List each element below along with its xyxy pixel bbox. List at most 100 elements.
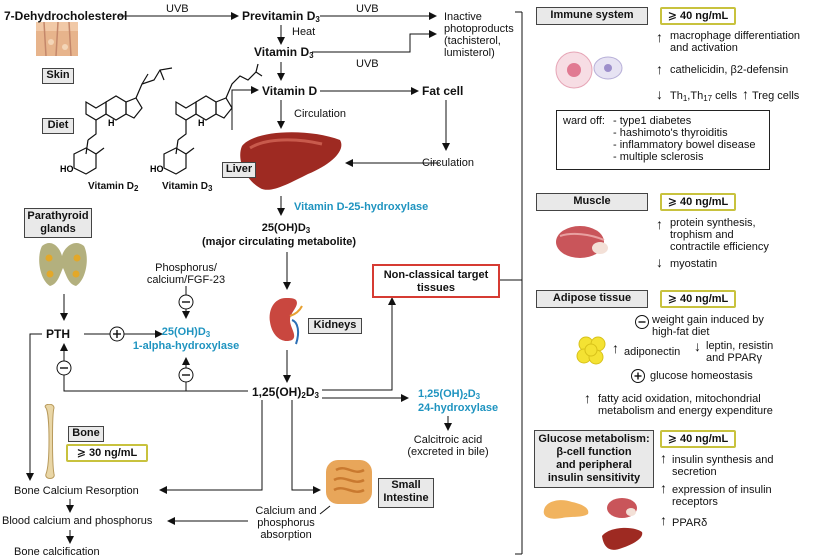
24-hydroxylase-label: 1,25(OH)2D3 — [418, 388, 481, 401]
bone-level-badge: ⩾ 30 ng/mL — [66, 444, 148, 462]
vitamin-d3-structure: H HO — [150, 63, 263, 175]
muscle-header: Muscle — [536, 193, 648, 211]
vitamin-d2-structure: H HO — [60, 67, 173, 175]
heat-label: Heat — [292, 26, 316, 38]
plus-icon — [631, 369, 645, 383]
down-arrow-icon: ↓ — [656, 86, 663, 102]
24-hydroxylase-label-2: 24-hydroxylase — [418, 402, 499, 414]
up-arrow-icon: ↑ — [656, 61, 663, 77]
up-arrow-icon: ↑ — [660, 512, 667, 528]
fat-cell-label: Fat cell — [422, 84, 464, 98]
immune-system-header: Immune system — [536, 7, 648, 25]
immune-level-badge: ⩾ 40 ng/mL — [660, 7, 736, 25]
parathyroid-box: Parathyroid glands — [24, 208, 92, 238]
pth-label: PTH — [46, 327, 70, 341]
circulation-label-2: Circulation — [422, 157, 474, 169]
1-alpha-hydroxylase-label-2: 1-alpha-hydroxylase — [132, 340, 240, 352]
dehydrocholesterol-label: 7-Dehydrocholesterol — [4, 9, 128, 23]
muscle-protein-synthesis-text: protein synthesis, trophism and contract… — [670, 217, 769, 253]
blood-calcium-phosphorus-label: Blood calcium and phosphorus — [2, 515, 153, 527]
bone-calcification-label: Bone calcification — [14, 546, 100, 558]
line-vitd3-inactive — [312, 30, 437, 53]
previtamin-d3-label: Previtamin D3 — [242, 9, 320, 24]
immune-macrophage-text: macrophage differentiation and activatio… — [670, 30, 801, 54]
non-classical-target-tissues-box: Non-classical target tissues — [372, 264, 500, 298]
parathyroid-illustration — [39, 243, 87, 286]
adipose-weight-gain-text: weight gain induced by high-fat diet — [652, 314, 764, 338]
muscle-myostatin-text: myostatin — [670, 258, 718, 270]
vitamin-d2-label: Vitamin D2 — [88, 181, 139, 193]
bone-illustration — [44, 404, 55, 479]
minus-icon — [635, 315, 649, 329]
up-arrow-icon: ↑ — [656, 29, 663, 45]
bone-box: Bone — [68, 426, 104, 442]
up-arrow-icon: ↑ — [612, 340, 619, 356]
up-arrow-icon: ↑ — [742, 86, 749, 102]
muscle-small-illustration — [607, 498, 637, 518]
down-arrow-icon: ↓ — [694, 338, 701, 354]
muscle-illustration — [556, 226, 608, 258]
glucose-insulin-receptors-text: expression of insulin receptors — [672, 484, 772, 508]
inactive-photoproducts-label: Inactive photoproducts (tachisterol, lum… — [444, 11, 514, 59]
kidneys-box: Kidneys — [308, 318, 362, 334]
intestine-illustration — [326, 460, 372, 504]
immune-th-cells-text: Th1,Th17 cells — [670, 90, 738, 103]
svg-text:HO: HO — [60, 164, 74, 174]
ward-off-label: ward off: — [563, 115, 605, 127]
vitamin-d-label: Vitamin D — [262, 84, 318, 98]
vitamin-d-25-hydroxylase-label: Vitamin D-25-hydroxylase — [294, 201, 429, 213]
svg-text:H: H — [198, 118, 205, 128]
immune-cathelicidin-text: cathelicidin, β2-defensin — [670, 64, 789, 76]
uvb-label-2: UVB — [356, 3, 379, 15]
ward-off-list: - type1 diabetes - hashimoto's thyroidit… — [613, 115, 756, 163]
line-pth-bone-resorption — [26, 333, 42, 481]
adipose-illustration — [576, 336, 606, 365]
glucose-level-badge: ⩾ 40 ng/mL — [660, 430, 736, 448]
kidney-illustration — [269, 298, 303, 345]
uvb-label-1: UVB — [166, 3, 189, 15]
major-metabolite-label: (major circulating metabolite) — [202, 236, 357, 248]
svg-text:HO: HO — [150, 164, 164, 174]
circulation-label-1: Circulation — [294, 108, 346, 120]
liver-small-illustration — [602, 527, 643, 550]
adipose-fatty-acid-text: fatty acid oxidation, mitochondrial meta… — [598, 393, 773, 417]
line-125-intestine — [291, 400, 321, 494]
immune-cells-illustration — [555, 51, 623, 89]
line-diet-vitd — [231, 86, 259, 130]
adipose-leptin-text: leptin, resistin and PPARγ — [706, 340, 774, 364]
1-alpha-hydroxylase-label: 25(OH)D3 — [161, 326, 211, 339]
svg-text:H: H — [108, 118, 115, 128]
bone-calcium-resorption-label: Bone Calcium Resorption — [14, 485, 139, 497]
muscle-level-badge: ⩾ 40 ng/mL — [660, 193, 736, 211]
calcium-phosphorus-absorption-label: Calcium and phosphorus absorption — [255, 505, 317, 541]
line-125-bone-resorption — [159, 400, 263, 494]
adipose-glucose-homeostasis-text: glucose homeostasis — [650, 370, 753, 382]
adipose-adiponectin-text: adiponectin — [624, 346, 681, 358]
up-arrow-icon: ↑ — [584, 390, 591, 406]
liver-illustration — [240, 132, 342, 190]
skin-box: Skin — [42, 68, 74, 84]
calcitroic-acid-label: Calcitroic acid (excreted in bile) — [407, 434, 489, 458]
vitamin-d3-label-top: Vitamin D3 — [254, 45, 314, 60]
up-arrow-icon: ↑ — [660, 480, 667, 496]
vitamin-d3-label-bottom: Vitamin D3 — [162, 181, 213, 193]
phosphorus-calcium-fgf23-label: Phosphorus/ calcium/FGF-23 — [146, 262, 226, 286]
right-bracket — [515, 11, 523, 555]
25ohd-label: 25(OH)D3 — [261, 222, 311, 235]
ward-off-box: ward off: - type1 diabetes - hashimoto's… — [556, 110, 770, 170]
diet-box: Diet — [42, 118, 74, 134]
1-25-oh2-d3-label: 1,25(OH)2D3 — [252, 385, 319, 400]
line-125-feedback-pth — [60, 343, 186, 392]
glucose-insulin-synthesis-text: insulin synthesis and secretion — [672, 454, 774, 478]
up-arrow-icon: ↑ — [660, 450, 667, 466]
uvb-label-3: UVB — [356, 58, 379, 70]
pancreas-illustration — [543, 500, 589, 519]
glucose-metabolism-header: Glucose metabolism: β-cell function and … — [534, 430, 654, 488]
adipose-level-badge: ⩾ 40 ng/mL — [660, 290, 736, 308]
liver-box: Liver — [222, 162, 256, 178]
line-125-nonclassical — [322, 297, 396, 391]
down-arrow-icon: ↓ — [656, 254, 663, 270]
skin-illustration — [36, 22, 78, 56]
